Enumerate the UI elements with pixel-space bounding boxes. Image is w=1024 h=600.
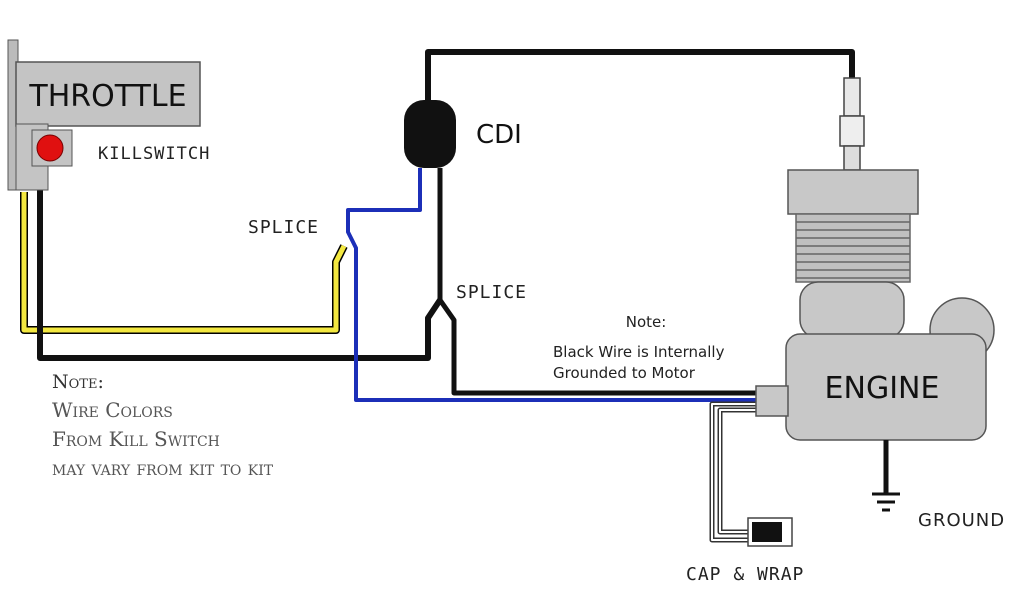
engine-connector (755, 385, 789, 417)
yellow-wire (20, 192, 348, 334)
wire-note-line-2: From Kill Switch (52, 427, 220, 451)
ground-icon (872, 492, 900, 512)
ground-note-title: Note: (626, 313, 667, 331)
ground-note-line-1: Black Wire is Internally (553, 343, 725, 361)
ground-label: GROUND (918, 510, 1005, 531)
ht-lead (425, 49, 855, 100)
cap-wire-2-core (719, 409, 756, 533)
wire-note-line-1: Wire Colors (52, 398, 173, 422)
cylinder-fins (795, 213, 911, 283)
spark-plug-body (839, 115, 865, 147)
cap-wire-2 (717, 407, 756, 535)
throttle-body (15, 61, 201, 127)
ground-note-line-2: Grounded to Motor (553, 364, 696, 382)
engine-label: ENGINE (825, 371, 940, 406)
yellow-wire-core (21, 192, 347, 333)
cap-icon (752, 522, 782, 542)
cdi-unit (404, 100, 456, 168)
killswitch-button (36, 134, 64, 162)
killswitch-label: KILLSWITCH (98, 144, 210, 164)
splice-upper-label: SPLICE (248, 217, 319, 238)
wire-note-title: Note: (52, 371, 104, 393)
throttle-label: THROTTLE (28, 79, 186, 114)
cylinder-head (787, 169, 919, 215)
spark-plug-base (843, 145, 861, 171)
splice-lower-label: SPLICE (456, 282, 527, 303)
black-kill-wire (37, 190, 443, 361)
black-cdi-wire (437, 168, 756, 396)
wire-note-line-3: may vary from kit to kit (52, 456, 274, 480)
blue-wire (346, 168, 756, 402)
spark-plug-wire-end (843, 77, 861, 117)
cdi-label: CDI (476, 120, 522, 150)
cylinder-base (799, 281, 905, 339)
cap-wire-core (711, 403, 756, 541)
cap-wrap-label: CAP & WRAP (686, 564, 804, 585)
